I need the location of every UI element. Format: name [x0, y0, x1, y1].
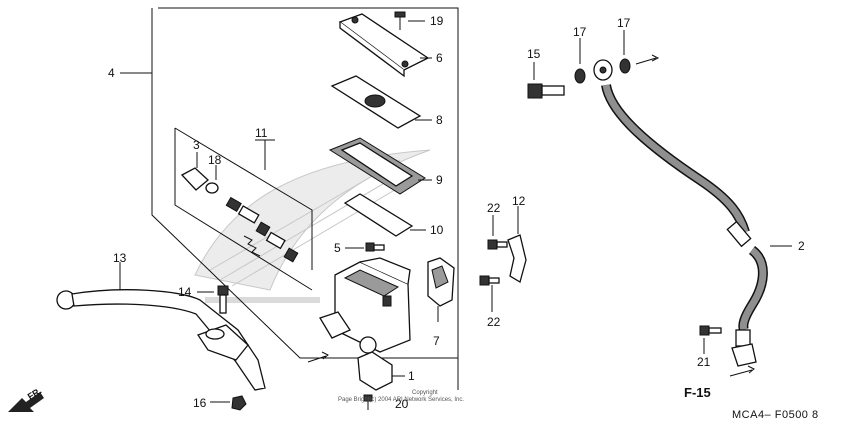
- callout-19: 19: [430, 14, 444, 28]
- copyright-line-2: Page Bright(c) 2004 ARI Network Services…: [338, 397, 464, 403]
- callout-13: 13: [113, 251, 127, 265]
- callout-8: 8: [436, 113, 443, 127]
- part-2-brake-hose: [601, 83, 792, 377]
- callout-21: 21: [697, 355, 711, 369]
- part-3-boot: [180, 152, 209, 191]
- part-15-banjo-bolt: [527, 62, 565, 99]
- callout-5: 5: [334, 241, 341, 255]
- part-6-reservoir-cap: [338, 13, 432, 78]
- front-direction-arrow: [8, 392, 44, 412]
- callout-20: 20: [395, 397, 409, 411]
- callout-17-left: 17: [573, 25, 587, 39]
- part-13-brake-lever: [56, 262, 266, 391]
- part-18-clip: [205, 165, 219, 194]
- callout-labels: 19 6 8 9 10 5 4 11 3 18 13 14 16 1 20 7 …: [108, 14, 805, 411]
- part-19-screw: [394, 11, 425, 30]
- callout-9: 9: [436, 173, 443, 187]
- callout-16: 16: [193, 396, 207, 410]
- part-22-bolt-upper: [487, 215, 508, 250]
- callout-14: 14: [178, 285, 192, 299]
- part-7-holder: [427, 257, 455, 322]
- callout-22-upper: 22: [487, 201, 501, 215]
- part-9-diaphragm: [328, 137, 432, 195]
- callout-6: 6: [436, 51, 443, 65]
- callout-1: 1: [408, 369, 415, 383]
- piston-kit-frame: [174, 127, 313, 291]
- callout-15: 15: [527, 47, 541, 61]
- part-14-pivot-bolt: [197, 285, 229, 314]
- part-5-small-bolt: [345, 242, 385, 252]
- lower-arrow: [307, 351, 329, 363]
- part-21-bolt: [699, 325, 722, 354]
- callout-7: 7: [433, 334, 440, 348]
- part-11-piston-set: [225, 196, 299, 263]
- callout-3: 3: [193, 138, 200, 152]
- banjo-fitting-top: [593, 54, 660, 81]
- callout-12: 12: [512, 194, 526, 208]
- callout-4: 4: [108, 66, 115, 80]
- callout-17-right: 17: [617, 16, 631, 30]
- part-1-master-cylinder-body: [319, 257, 411, 391]
- part-8-diaphragm-plate: [330, 75, 432, 129]
- callout-10: 10: [430, 223, 444, 237]
- part-17-washer-right: [619, 30, 631, 74]
- part-22-bolt-lower: [479, 275, 500, 312]
- copyright-line-1: Copyright: [412, 390, 438, 396]
- part-17-washer-left: [574, 38, 586, 84]
- part-12-bracket: [507, 206, 527, 283]
- callout-2: 2: [798, 239, 805, 253]
- section-reference: F-15: [684, 385, 711, 400]
- part-16-nut: [210, 395, 247, 411]
- callout-22-lower: 22: [487, 315, 501, 329]
- part-10-float-plate: [343, 193, 426, 237]
- diagram-code: MCA4– F0500 8: [732, 409, 819, 421]
- part-20-screw: [363, 394, 373, 410]
- callout-11: 11: [255, 126, 268, 140]
- callout-18: 18: [208, 153, 222, 167]
